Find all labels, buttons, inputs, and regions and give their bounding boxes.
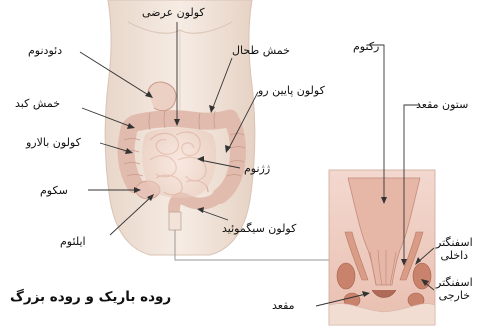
label-splenic-flexure: خمش طحال (232, 44, 290, 57)
label-anus: مقعد (272, 299, 295, 312)
label-cecum: سکوم (40, 184, 68, 197)
rectum-cross-section (329, 170, 435, 325)
label-sigmoid-colon: کولون سیگموئید (222, 222, 296, 235)
label-hepatic-flexure: خمش کبد (15, 97, 60, 110)
diagram-title: روده باریک و روده بزرگ (10, 289, 171, 305)
label-ileum: ایلئوم (60, 235, 86, 248)
label-anal-column: ستون مقعد (416, 98, 468, 111)
label-internal-sphincter: اسفنگتر داخلی (436, 236, 473, 262)
label-ascending-colon: کولون بالارو (26, 136, 81, 149)
label-transverse-colon: کولون عرضی (142, 6, 205, 19)
label-jejunum: ژژنوم (244, 162, 270, 175)
label-external-sphincter: اسفنگتر خارجی (436, 276, 473, 302)
label-descending-colon: کولون پایین رو (258, 84, 325, 97)
small-intestine-fill (142, 128, 216, 198)
label-duodenum: دئودنوم (28, 44, 62, 57)
label-rectum: رکتوم (353, 40, 379, 53)
